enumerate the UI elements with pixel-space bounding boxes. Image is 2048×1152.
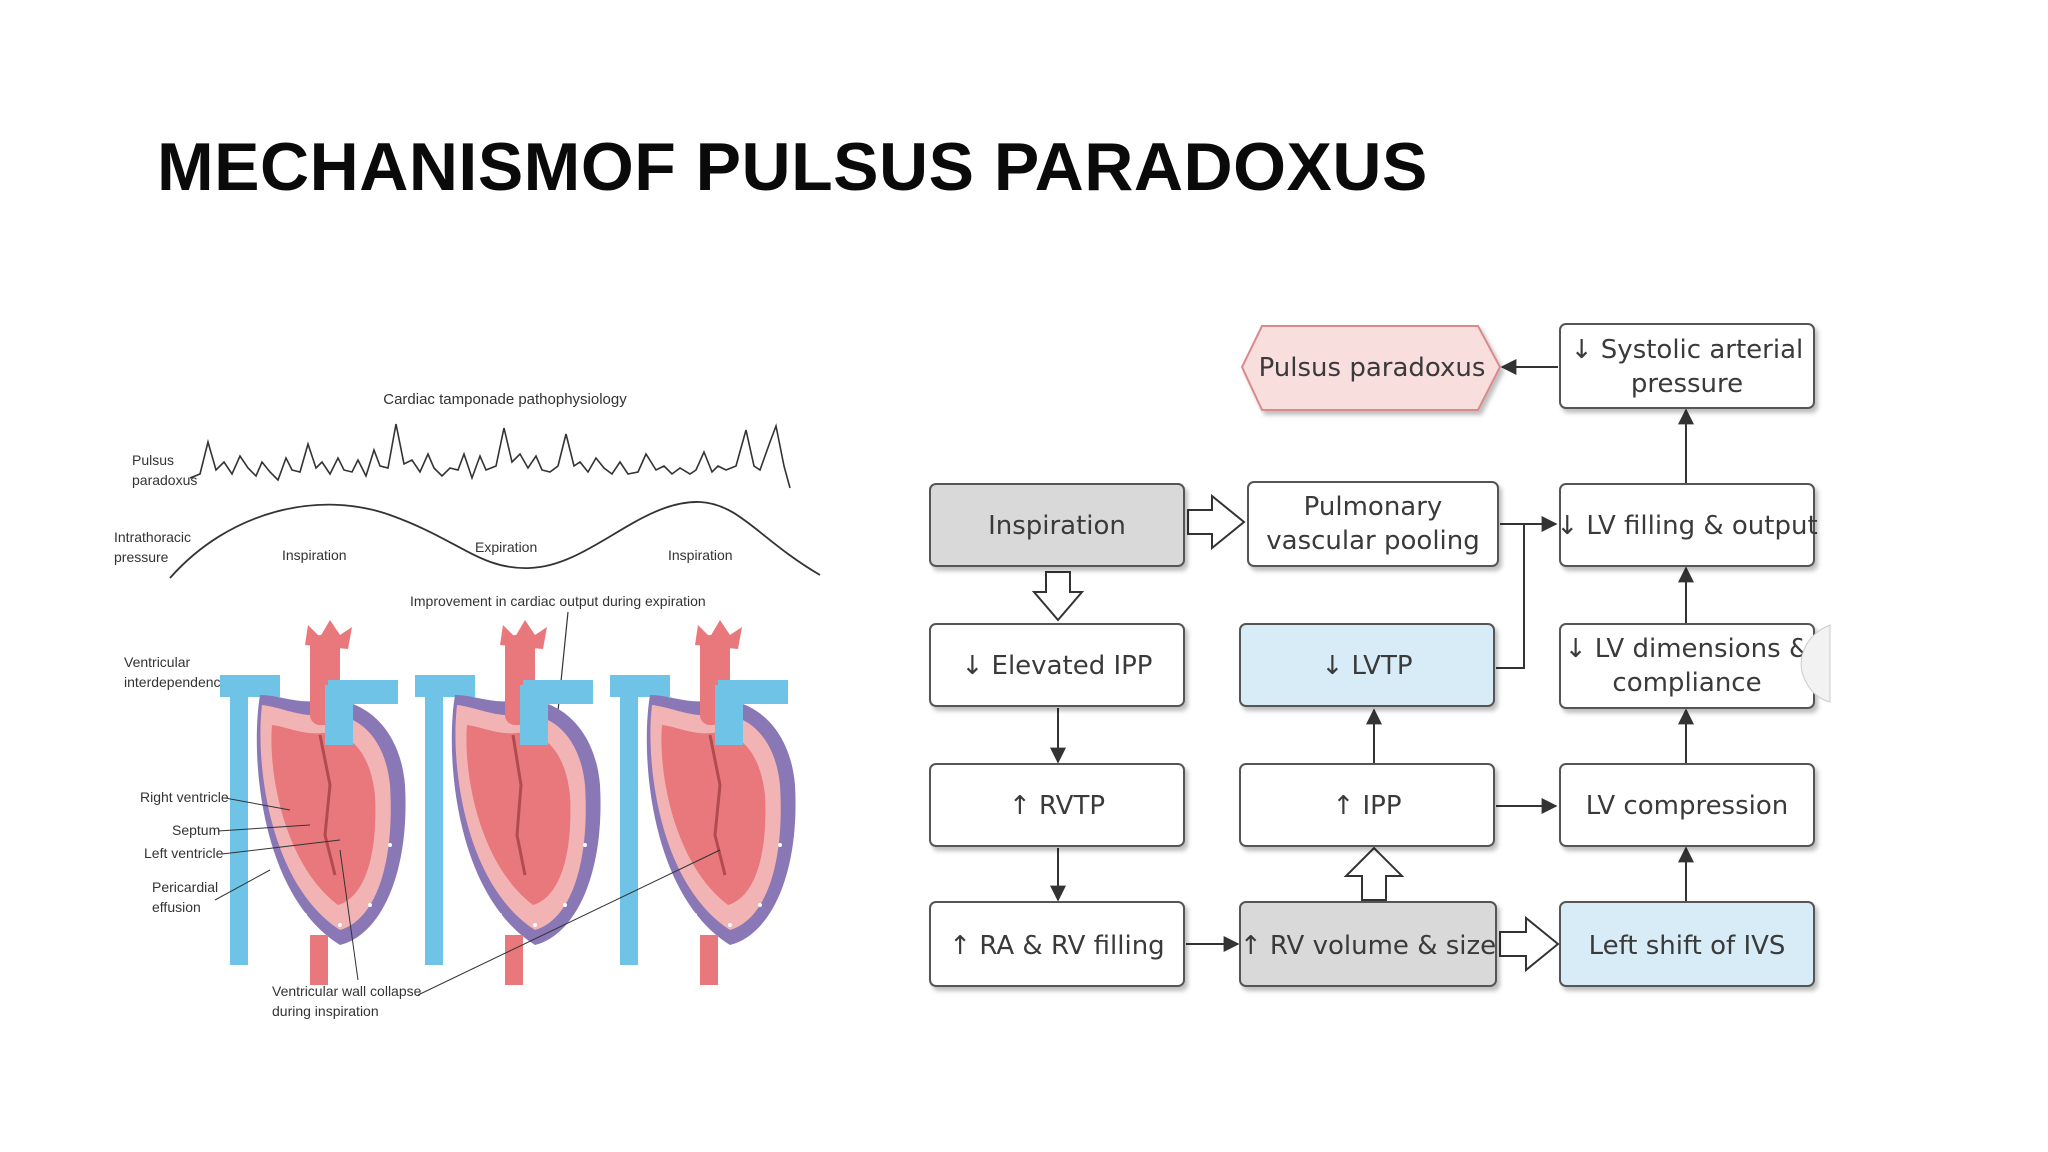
node-rvtp: ↑ RVTP xyxy=(929,763,1185,847)
block-arrows xyxy=(1031,493,1560,973)
block-arrow-rvvol-to-ipp xyxy=(1343,846,1405,901)
node-lv-filling: ↓ LV filling & output xyxy=(1556,483,1818,567)
node-elevated-ipp: ↓ Elevated IPP xyxy=(929,623,1185,707)
label-pulsus: Pulsus xyxy=(132,452,174,468)
node-inspiration: Inspiration xyxy=(929,483,1185,567)
node-elevated-label: ↓ Elevated IPP xyxy=(961,651,1152,681)
node-pulsus-paradoxus: Pulsus paradoxus xyxy=(1240,325,1502,411)
node-lvtp: ↓ LVTP xyxy=(1239,623,1495,707)
node-left-shift: Left shift of IVS xyxy=(1559,901,1815,987)
leader-wall-collapse-1 xyxy=(339,849,359,981)
node-pulm-line1: Pulmonary xyxy=(1304,492,1443,522)
label-interdependence: interdependence xyxy=(124,674,229,690)
label-wall-collapse: Ventricular wall collapse xyxy=(272,983,422,999)
node-rv-volume: ↑ RV volume & size xyxy=(1239,901,1497,987)
label-inspiration-2: Inspiration xyxy=(668,547,733,563)
leader-right-ventricle xyxy=(224,797,291,811)
label-during-inspiration: during inspiration xyxy=(272,1003,379,1019)
node-pulsus-label: Pulsus paradoxus xyxy=(1259,353,1486,383)
node-pulm-line2: vascular pooling xyxy=(1266,526,1480,556)
node-lv-dimensions: ↓ LV dimensions & compliance xyxy=(1559,623,1815,709)
edge-bubble-shape xyxy=(1800,624,1831,703)
label-paradoxus: paradoxus xyxy=(132,472,197,488)
tamponade-svg: Cardiac tamponade pathophysiology Pulsus… xyxy=(114,391,821,1019)
node-lvdim-line2: compliance xyxy=(1612,668,1761,698)
node-lvcomp-label: LV compression xyxy=(1586,791,1789,821)
block-arrow-rvvol-to-leftshift xyxy=(1499,915,1560,973)
label-ventricular: Ventricular xyxy=(124,654,190,670)
node-systolic-line2: pressure xyxy=(1631,369,1743,399)
node-pulmonary: Pulmonary vascular pooling xyxy=(1247,481,1499,567)
heart-2 xyxy=(415,620,601,985)
leader-septum xyxy=(217,824,311,832)
node-leftshift-label: Left shift of IVS xyxy=(1589,931,1786,961)
label-improvement: Improvement in cardiac output during exp… xyxy=(410,593,706,609)
label-effusion: effusion xyxy=(152,899,201,915)
node-rvtp-label: ↑ RVTP xyxy=(1009,791,1105,821)
node-systolic: ↓ Systolic arterial pressure xyxy=(1559,323,1815,409)
node-systolic-line1: ↓ Systolic arterial xyxy=(1571,335,1803,365)
slide-title: MECHANISMOF PULSUS PARADOXUS xyxy=(157,129,1428,205)
heart-1 xyxy=(220,620,406,985)
node-lv-compression: LV compression xyxy=(1559,763,1815,847)
node-ipp: ↑ IPP xyxy=(1239,763,1495,847)
pulse-waveform xyxy=(189,423,791,489)
label-pressure: pressure xyxy=(114,549,169,565)
node-ipp-label: ↑ IPP xyxy=(1332,791,1401,821)
node-lvfilling-label: ↓ LV filling & output xyxy=(1556,511,1817,541)
label-septum: Septum xyxy=(172,822,220,838)
tamponade-illustration: Cardiac tamponade pathophysiology Pulsus… xyxy=(100,370,860,1050)
connectors xyxy=(1050,359,1694,952)
node-inspiration-label: Inspiration xyxy=(988,511,1126,541)
node-rarv-label: ↑ RA & RV filling xyxy=(949,931,1164,961)
node-lvdim-line1: ↓ LV dimensions & xyxy=(1565,634,1810,664)
leader-wall-collapse-2 xyxy=(417,849,721,996)
block-arrow-insp-to-pulm xyxy=(1187,493,1246,551)
node-ra-rv-filling: ↑ RA & RV filling xyxy=(929,901,1185,987)
label-right-ventricle: Right ventricle xyxy=(140,789,229,805)
leader-effusion xyxy=(214,869,271,901)
flowchart: Pulsus paradoxus ↓ Systolic arterial pre… xyxy=(900,300,2048,1020)
label-intrathoracic: Intrathoracic xyxy=(114,529,191,545)
label-pericardial: Pericardial xyxy=(152,879,218,895)
illustration-heading: Cardiac tamponade pathophysiology xyxy=(383,391,627,408)
heart-3 xyxy=(610,620,796,985)
flowchart-svg: Pulsus paradoxus ↓ Systolic arterial pre… xyxy=(929,323,1831,987)
block-arrow-insp-to-elevated xyxy=(1031,571,1085,622)
node-rvvol-label: ↑ RV volume & size xyxy=(1240,931,1496,961)
node-lvtp-label: ↓ LVTP xyxy=(1321,651,1412,681)
label-inspiration-1: Inspiration xyxy=(282,547,347,563)
leader-left-ventricle xyxy=(221,839,341,855)
label-expiration: Expiration xyxy=(475,539,537,555)
arrow-lvtp-to-lvfilling xyxy=(1496,524,1525,669)
label-left-ventricle: Left ventricle xyxy=(144,845,224,861)
intrathoracic-curve xyxy=(169,501,821,579)
